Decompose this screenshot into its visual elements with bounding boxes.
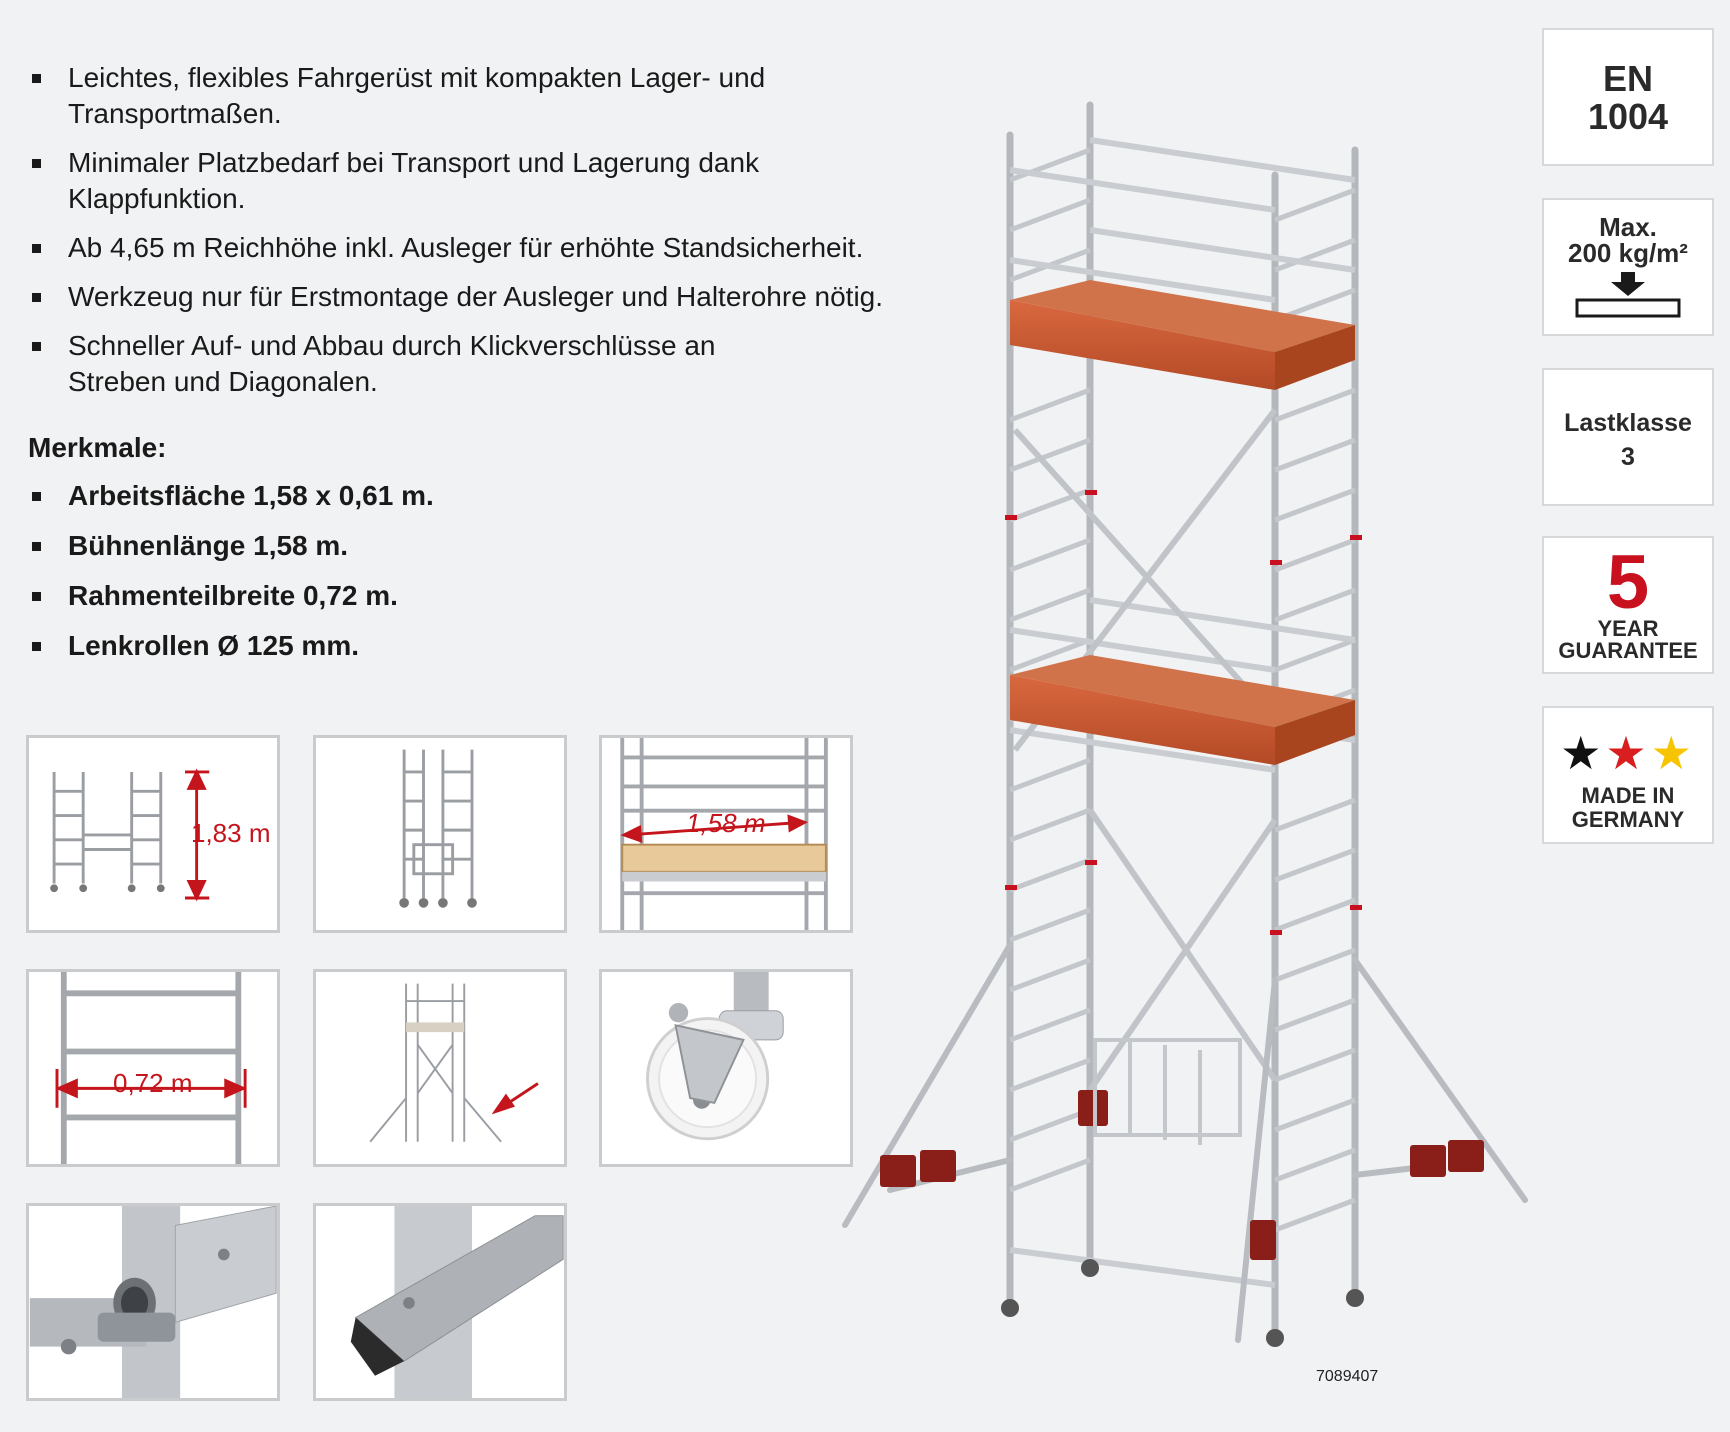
- feature-item: Lenkrollen Ø 125 mm.: [28, 628, 728, 664]
- norm-line1: EN: [1602, 58, 1653, 99]
- upper-platform: [1010, 280, 1355, 390]
- origin-line2: GERMANY: [1571, 807, 1685, 832]
- castors: [1001, 1259, 1364, 1347]
- benefit-item: Schneller Auf- und Abbau durch Klickvers…: [28, 328, 788, 400]
- thumbnail-folded-side[interactable]: [313, 735, 567, 933]
- lower-platform: [1010, 655, 1355, 765]
- width-dimension-label: 0,72 m: [113, 1068, 193, 1098]
- benefit-item: Werkzeug nur für Erstmontage der Auslege…: [28, 279, 948, 315]
- feature-item: Rahmenteilbreite 0,72 m.: [28, 578, 728, 614]
- thumbnail-platform-length[interactable]: 1,58 m: [599, 735, 853, 933]
- benefit-item: Leichtes, flexibles Fahrgerüst mit kompa…: [28, 60, 828, 132]
- norm-line2: 1004: [1587, 96, 1669, 137]
- origin-line1: MADE IN: [1581, 783, 1675, 808]
- length-dimension-label: 1,58 m: [686, 808, 766, 838]
- benefit-item: Minimaler Platzbedarf bei Transport und …: [28, 145, 808, 217]
- max-load-badge: Max. 200 kg/m²: [1542, 198, 1714, 336]
- features-heading: Merkmale:: [28, 432, 167, 463]
- thumbnail-outriggers[interactable]: [313, 969, 567, 1167]
- click-lock-image: [29, 1206, 277, 1398]
- feature-item: Arbeitsfläche 1,58 x 0,61 m.: [28, 478, 728, 514]
- norm-badge: EN 1004: [1542, 28, 1714, 166]
- max-load-line2: 200 kg/m²: [1568, 238, 1688, 268]
- max-load-line1: Max.: [1599, 212, 1657, 242]
- article-number: 7089407: [1316, 1368, 1379, 1385]
- diagonal-connector-image: [350, 1206, 564, 1398]
- outriggers: [842, 942, 1528, 1343]
- load-class-line1: Lastklasse: [1564, 409, 1692, 437]
- thumbnail-click-lock[interactable]: [26, 1203, 280, 1401]
- thumbnail-frame-width[interactable]: 0,72 m: [26, 969, 280, 1167]
- features-list: Arbeitsfläche 1,58 x 0,61 m. Bühnenlänge…: [28, 478, 728, 678]
- folded-scaffold-image: [50, 768, 210, 902]
- thumbnail-castor[interactable]: [599, 969, 853, 1167]
- flag-stars-icon: ★★★: [1560, 727, 1696, 779]
- scaffold-tower-image: [842, 101, 1528, 1347]
- load-arrow-icon: [1575, 272, 1681, 318]
- guarantee-line1: YEAR: [1597, 616, 1659, 641]
- folded-side-image: [399, 749, 477, 908]
- thumbnail-folded-height[interactable]: 1,83 m: [26, 735, 280, 933]
- ballast-weights: [880, 1090, 1484, 1260]
- platform-image: [620, 738, 828, 930]
- benefit-item: Ab 4,65 m Reichhöhe inkl. Ausleger für e…: [28, 230, 948, 266]
- castor-wheel-image: [646, 972, 784, 1141]
- guarantee-badge: 5 YEAR GUARANTEE: [1542, 536, 1714, 674]
- guarantee-number: 5: [1606, 540, 1650, 625]
- frame-width-image: [55, 972, 247, 1164]
- outrigger-image: [369, 983, 539, 1143]
- height-dimension-label: 1,83 m: [191, 818, 271, 848]
- made-in-germany-badge: ★★★ MADE IN GERMANY: [1542, 706, 1714, 844]
- load-class-badge: Lastklasse 3: [1542, 368, 1714, 506]
- load-class-line2: 3: [1621, 443, 1635, 471]
- benefit-list: Leichtes, flexibles Fahrgerüst mit kompa…: [28, 60, 948, 413]
- feature-item: Bühnenlänge 1,58 m.: [28, 528, 728, 564]
- guarantee-line2: GUARANTEE: [1558, 638, 1698, 663]
- thumbnail-diagonal[interactable]: [313, 1203, 567, 1401]
